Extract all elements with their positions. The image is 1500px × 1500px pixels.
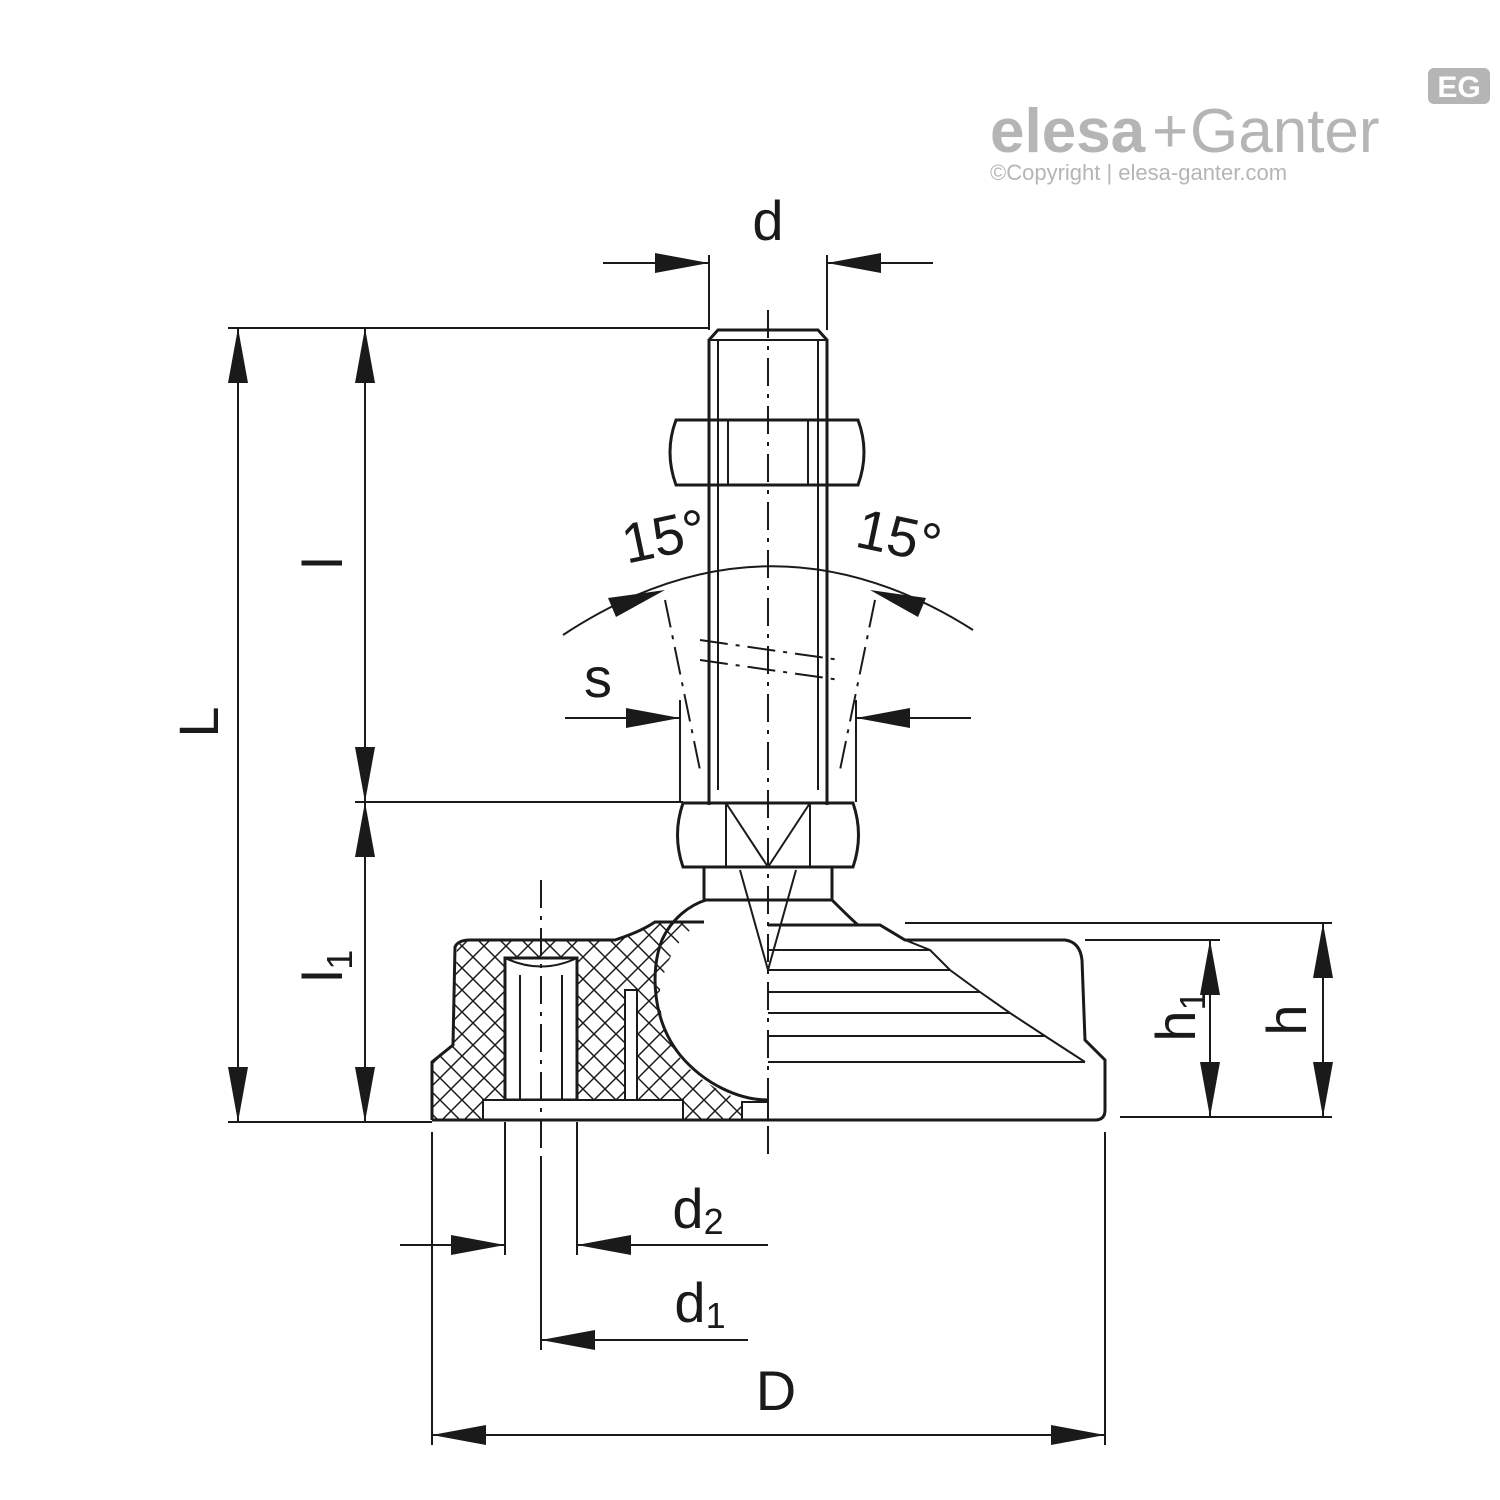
dim-d2: d2: [400, 1122, 768, 1255]
dim-angles: 15° 15°: [562, 496, 974, 636]
dim-h: h: [905, 922, 1333, 1118]
logo-copyright: ©Copyright | elesa-ganter.com: [990, 160, 1287, 185]
label-h: h: [1255, 1004, 1318, 1035]
base-exterior-right: [768, 923, 1107, 1122]
lower-hex-nut: [676, 801, 860, 869]
dim-L: L: [167, 327, 709, 1123]
label-angle-right: 15°: [851, 496, 947, 575]
logo-plus: +: [1152, 97, 1188, 166]
label-l: l: [291, 557, 354, 569]
dim-s: s: [565, 646, 971, 802]
elesa-ganter-logo: EG elesa + Ganter ©Copyright | elesa-gan…: [990, 68, 1490, 185]
dim-l1: l1: [291, 801, 683, 1122]
label-d: d: [752, 189, 783, 252]
dim-d1: d1: [540, 1160, 748, 1350]
label-D: D: [756, 1359, 796, 1422]
base-section-left: [430, 920, 769, 1122]
dim-d: d: [603, 189, 933, 330]
label-d2: d2: [672, 1177, 723, 1242]
label-h1: h1: [1144, 990, 1213, 1041]
label-s: s: [584, 646, 612, 709]
logo-partner: Ganter: [1190, 97, 1380, 166]
center-lines: [540, 310, 876, 1160]
logo-badge-text: EG: [1437, 71, 1480, 104]
dim-l: l: [291, 328, 375, 802]
dim-h1: h1: [1085, 939, 1220, 1117]
upper-lock-nut: [668, 418, 866, 487]
eg-badge-icon: [1428, 68, 1490, 104]
label-l1: l1: [291, 950, 360, 982]
logo-brand: elesa: [990, 97, 1146, 166]
label-L: L: [167, 706, 230, 737]
dim-D: D: [431, 1132, 1106, 1445]
label-d1: d1: [674, 1271, 725, 1336]
label-angle-left: 15°: [616, 496, 712, 575]
